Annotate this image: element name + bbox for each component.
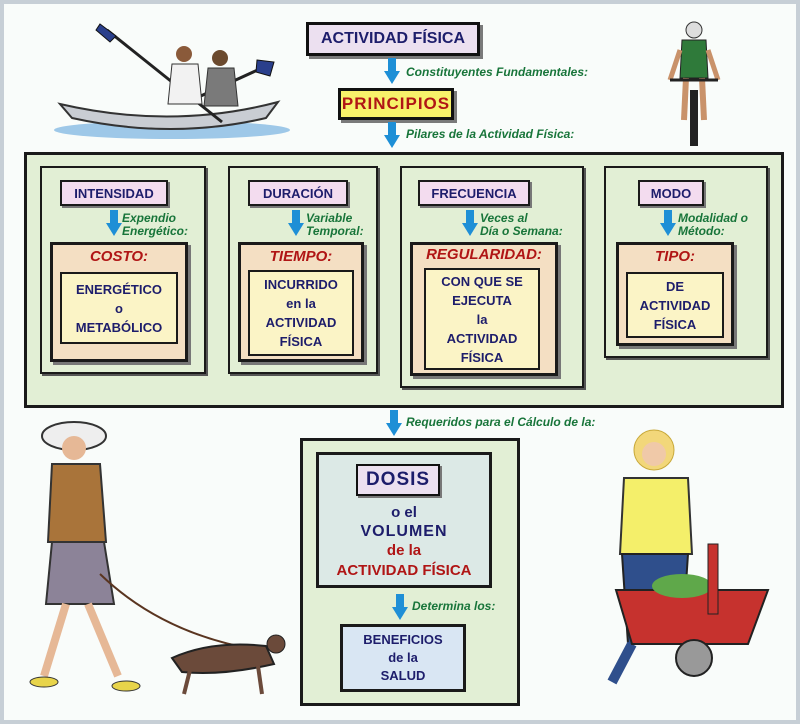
arrow-down-icon: [392, 594, 408, 620]
connector-intensidad-line2: Energético:: [122, 224, 189, 238]
dosis-text: o el VOLUMEN de la ACTIVIDAD FÍSICA: [316, 504, 492, 582]
arrow-down-icon: [660, 210, 676, 236]
title-text: ACTIVIDAD FÍSICA: [321, 30, 465, 47]
dosis-label: DOSIS: [365, 469, 431, 490]
content-duracion-text: INCURRIDO en la ACTIVIDAD FÍSICA: [264, 277, 338, 349]
header-modo-text: MODO: [650, 185, 692, 201]
title-box: ACTIVIDAD FÍSICA: [306, 22, 480, 56]
dosis-line3: de la: [386, 542, 422, 559]
connector-frecuencia-line2: Día o Semana:: [480, 224, 563, 238]
beneficios-line2: de la: [388, 650, 418, 665]
content-modo: DE ACTIVIDAD FÍSICA: [626, 272, 724, 338]
content-frecuencia: CON QUE SE EJECUTA la ACTIVIDAD FÍSICA: [424, 268, 540, 370]
arrow-down-icon: [288, 210, 304, 236]
arrow-down-icon: [106, 210, 122, 236]
arrow-down-icon: [386, 410, 402, 436]
connector-duracion-line2: Temporal:: [306, 224, 364, 238]
content-intensidad-text: ENERGÉTICO o METABÓLICO: [75, 281, 163, 335]
subtitle-regularidad: REGULARIDAD:: [426, 246, 542, 263]
content-frecuencia-text: CON QUE SE EJECUTA la ACTIVIDAD FÍSICA: [441, 273, 523, 365]
connector-modo: Modalidad o Método:: [678, 212, 748, 238]
header-frecuencia-text: FRECUENCIA: [431, 185, 517, 201]
subtitle-costo: COSTO:: [89, 248, 149, 265]
dosis-line1: o el: [391, 504, 417, 521]
cyclist-illustration: [667, 21, 721, 146]
arrow-down-icon: [384, 122, 400, 148]
dosis-line2: VOLUMEN: [360, 523, 448, 540]
dosis-box: DOSIS: [356, 464, 440, 496]
connector-constituyentes: Constituyentes Fundamentales:: [406, 65, 589, 79]
connector-modo-line1: Modalidad o: [678, 211, 748, 225]
connector-frecuencia: Veces al Día o Semana:: [480, 212, 563, 238]
connector-intensidad: Expendio Energético:: [122, 212, 188, 238]
connector-frecuencia-line1: Veces al: [480, 211, 528, 225]
arrow-down-icon: [384, 58, 400, 84]
beneficios-line3: SALUD: [380, 668, 426, 683]
connector-modo-line2: Método:: [678, 224, 725, 238]
subtitle-tipo: TIPO:: [655, 248, 695, 265]
dosis-line4: ACTIVIDAD FÍSICA: [336, 562, 472, 579]
connector-pilares: Pilares de la Actividad Física:: [406, 127, 575, 141]
principios-text: PRINCIPIOS: [341, 94, 451, 113]
header-duracion: DURACIÓN: [248, 180, 348, 206]
subtitle-tiempo: TIEMPO:: [269, 248, 333, 265]
connector-determina: Determina los:: [412, 599, 496, 613]
content-intensidad: ENERGÉTICO o METABÓLICO: [60, 272, 178, 344]
content-modo-text: DE ACTIVIDAD FÍSICA: [639, 278, 711, 332]
kayak-illustration: [54, 23, 290, 139]
content-duracion: INCURRIDO en la ACTIVIDAD FÍSICA: [248, 270, 354, 356]
connector-intensidad-line1: Expendio: [122, 211, 177, 225]
connector-duracion: Variable Temporal:: [306, 212, 364, 238]
header-intensidad: INTENSIDAD: [60, 180, 168, 206]
woman-walking-dog-illustration: [29, 421, 286, 695]
connector-requeridos: Requeridos para el Cálculo de la:: [406, 415, 596, 429]
header-intensidad-text: INTENSIDAD: [74, 185, 154, 201]
header-duracion-text: DURACIÓN: [262, 185, 334, 201]
header-frecuencia: FRECUENCIA: [418, 180, 530, 206]
beneficios-box: BENEFICIOS de la SALUD: [340, 624, 466, 692]
connector-duracion-line1: Variable: [306, 211, 353, 225]
girl-wheelbarrow-illustration: [607, 429, 770, 685]
arrow-down-icon: [462, 210, 478, 236]
principios-box: PRINCIPIOS: [338, 88, 454, 120]
beneficios-line1: BENEFICIOS: [363, 632, 443, 647]
header-modo: MODO: [638, 180, 704, 206]
